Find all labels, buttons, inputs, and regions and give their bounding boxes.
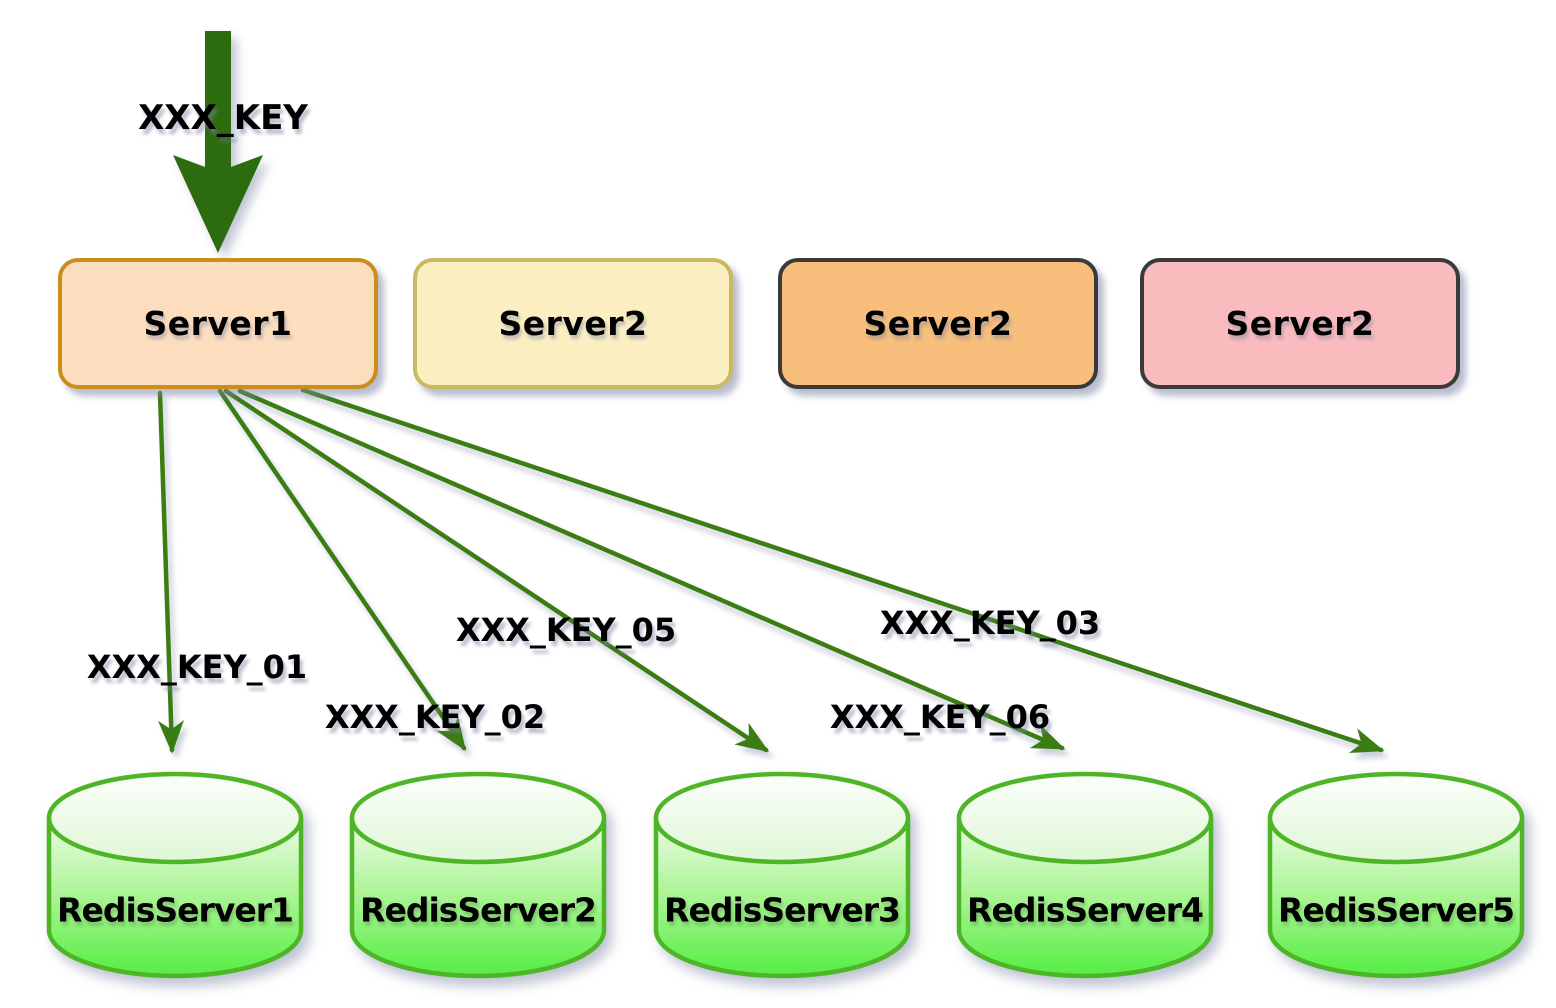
edge-label-xxx-key-02: XXX_KEY_02 (324, 698, 546, 736)
input-key-label: XXX_KEY (138, 98, 308, 138)
edge-label-xxx-key-05: XXX_KEY_05 (455, 611, 677, 649)
node-server2-yellow-label: Server2 (498, 304, 648, 343)
node-server1-label: Server1 (143, 304, 293, 343)
node-server2-orange: Server2 (778, 258, 1098, 389)
node-server2-pink: Server2 (1140, 258, 1460, 389)
node-redisserver2: RedisServer2 (348, 770, 608, 982)
node-redisserver1-label: RedisServer1 (57, 890, 294, 930)
node-redisserver2-label: RedisServer2 (360, 890, 597, 930)
edge-arrow-redisserver2 (217, 388, 467, 751)
node-redisserver4: RedisServer4 (955, 770, 1215, 982)
node-server2-pink-label: Server2 (1225, 304, 1375, 343)
node-server2-orange-label: Server2 (863, 304, 1013, 343)
node-server2-yellow: Server2 (413, 258, 733, 389)
edge-label-xxx-key-06: XXX_KEY_06 (829, 698, 1051, 736)
node-redisserver4-label: RedisServer4 (967, 890, 1204, 930)
node-redisserver3-label: RedisServer3 (664, 890, 901, 930)
database-cylinder-icon (349, 771, 607, 979)
node-redisserver5: RedisServer5 (1266, 770, 1526, 982)
edge-arrow-redisserver3 (223, 388, 769, 753)
edge-arrow-redisserver4 (237, 388, 1066, 751)
database-cylinder-icon (653, 771, 911, 979)
input-key-arrow (173, 31, 263, 253)
edge-arrow-redisserver5 (300, 387, 1385, 753)
edge-label-xxx-key-01: XXX_KEY_01 (86, 648, 308, 686)
edge-label-xxx-key-03: XXX_KEY_03 (879, 604, 1101, 642)
database-cylinder-icon (1267, 771, 1525, 979)
node-redisserver5-label: RedisServer5 (1278, 890, 1515, 930)
edge-arrow-redisserver1 (157, 390, 184, 754)
node-server1: Server1 (58, 258, 378, 389)
node-redisserver3: RedisServer3 (652, 770, 912, 982)
node-redisserver1: RedisServer1 (45, 770, 305, 982)
database-cylinder-icon (46, 771, 304, 979)
database-cylinder-icon (956, 771, 1214, 979)
